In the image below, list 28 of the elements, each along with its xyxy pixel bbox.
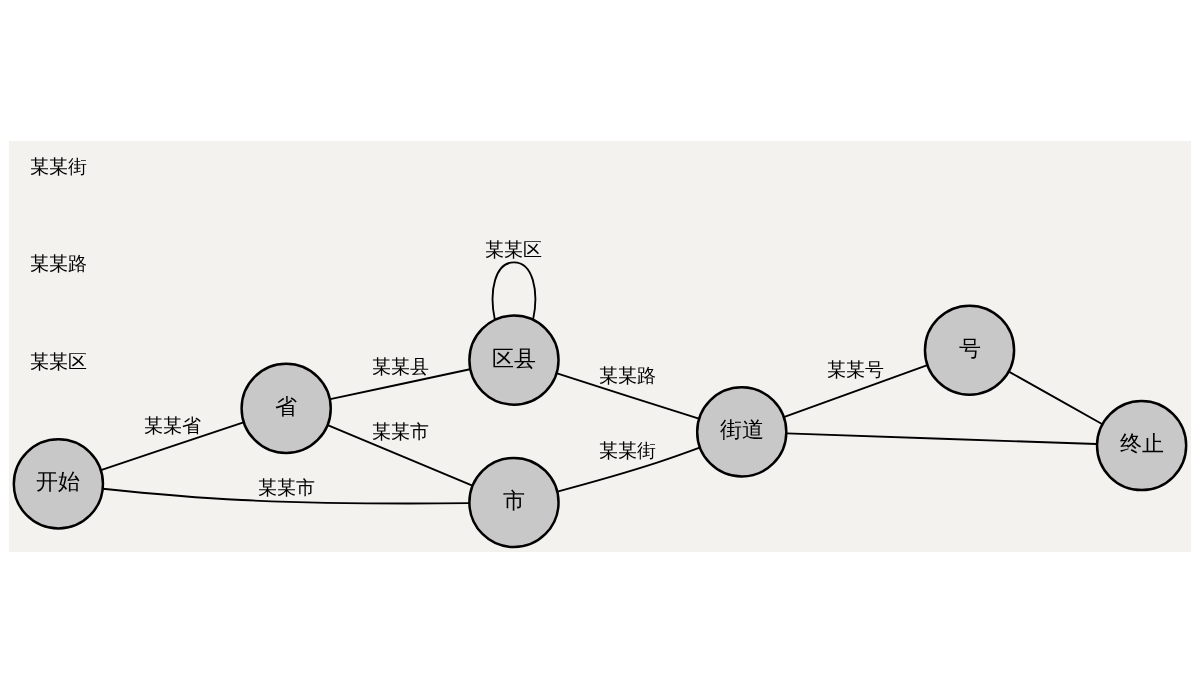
node-circle: 开始 [12, 437, 105, 530]
node-circle: 省 [240, 362, 332, 454]
connector [782, 363, 929, 418]
node-circle: 区县 [468, 313, 560, 406]
edge-label: 某某市 [257, 476, 315, 498]
edge-label: 某某路 [599, 364, 657, 386]
connector [1007, 370, 1104, 425]
edge-label: 某某街 [599, 439, 657, 461]
node-circle: 街道 [695, 385, 788, 478]
connector [329, 367, 471, 400]
label: 某某区 [29, 350, 87, 372]
connector [785, 432, 1098, 445]
edge-label: 某某区 [485, 238, 543, 260]
node-circle: 号 [923, 303, 1016, 396]
label: 某某街 [29, 155, 87, 177]
node-circle: 市 [468, 456, 560, 548]
edge-label: 某某市 [371, 420, 429, 442]
connector [326, 423, 474, 487]
edge-label: 某某县 [371, 355, 429, 376]
connector [491, 260, 537, 320]
node-circle: 终止 [1095, 399, 1188, 491]
edge-label: 某某号 [827, 358, 885, 380]
connector [556, 372, 700, 420]
edge-label: 某某省 [143, 414, 201, 436]
connector [102, 487, 470, 504]
label: 某某路 [29, 252, 87, 274]
connector [100, 420, 245, 471]
connector [556, 446, 701, 492]
